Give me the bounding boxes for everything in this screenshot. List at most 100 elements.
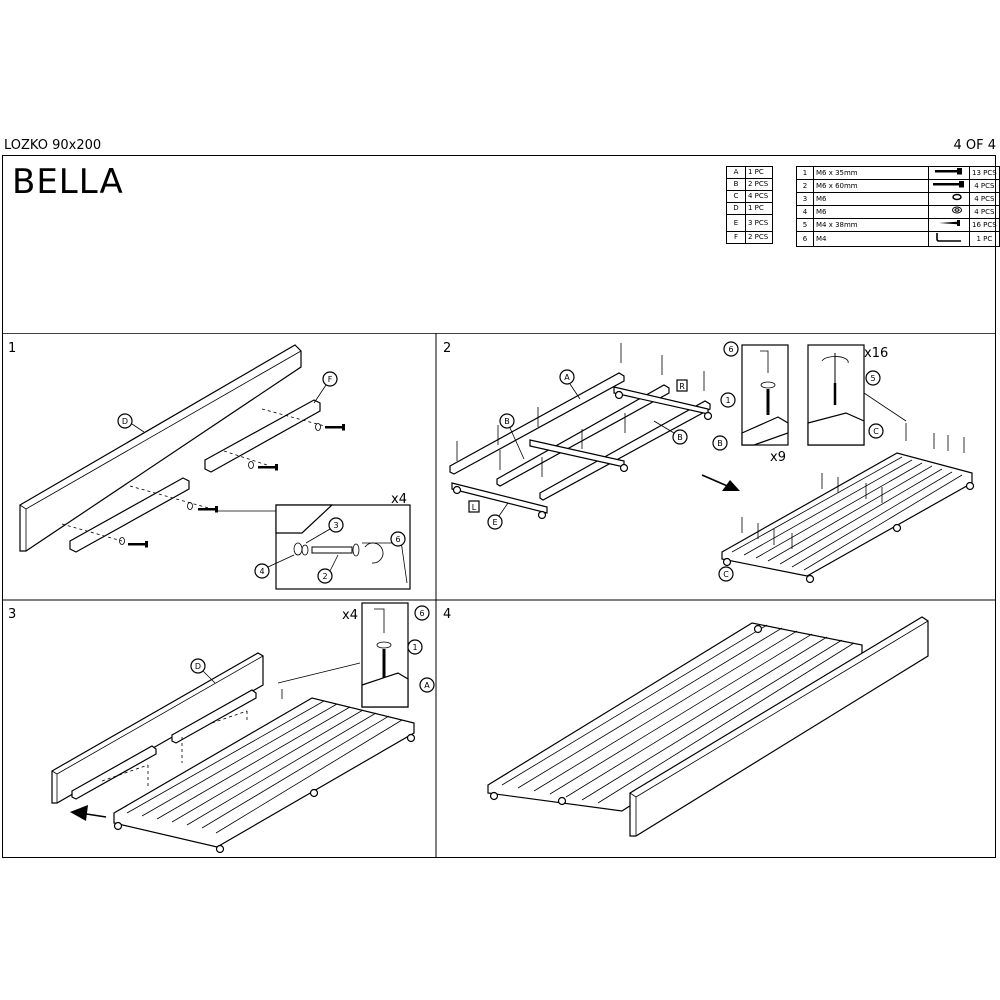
product-title: BELLA xyxy=(12,162,124,202)
step-2-multiplier: x9 xyxy=(770,450,786,465)
callout-1: 1 xyxy=(720,392,736,408)
side-rail-B2 xyxy=(539,400,711,501)
hw-spec: M6 x 35mm xyxy=(813,166,929,180)
step-3-number: 3 xyxy=(8,607,17,622)
side-rail-A xyxy=(449,372,625,475)
part-key: C xyxy=(726,190,746,203)
callout-D: D xyxy=(190,658,216,684)
hw-qty: 13 PCS xyxy=(969,166,1000,180)
hw-spec: M6 xyxy=(813,205,929,219)
svg-text:4: 4 xyxy=(259,567,264,576)
svg-text:F: F xyxy=(328,375,333,384)
page-indicator: 4 OF 4 xyxy=(953,138,996,153)
bolt-icon xyxy=(311,546,353,554)
svg-text:C: C xyxy=(723,570,729,579)
hw-qty: 4 PCS xyxy=(969,205,1000,219)
part-key: F xyxy=(726,231,746,244)
callout-C: C xyxy=(868,423,884,439)
svg-text:A: A xyxy=(564,373,570,382)
callout-5: 5 xyxy=(865,370,881,386)
step-2-number: 2 xyxy=(443,341,452,356)
step-3-drawing: D 6 1 A x4 xyxy=(51,602,435,854)
hw-qty: 4 PCS xyxy=(969,192,1000,206)
svg-text:D: D xyxy=(122,417,128,426)
hw-spec: M4 x 38mm xyxy=(813,218,929,232)
direction-arrow-icon xyxy=(722,480,740,491)
steps-grid: 1 2 3 4 .ln { stroke:#000; stroke-width:… xyxy=(2,333,996,858)
hardware-row: 3 M6 4 PCS xyxy=(796,192,1000,206)
svg-text:D: D xyxy=(195,662,201,671)
svg-text:B: B xyxy=(677,433,683,442)
step-1-drawing: D F 3 4 2 6 x4 xyxy=(19,344,411,590)
bolt-icon xyxy=(187,502,218,513)
svg-text:A: A xyxy=(424,681,430,690)
side-rail-B1 xyxy=(496,384,670,487)
part-qty: 2 PCS xyxy=(745,178,773,191)
svg-text:R: R xyxy=(679,382,685,391)
bolt-icon xyxy=(119,537,148,548)
slat-frame xyxy=(721,452,975,584)
svg-text:B: B xyxy=(717,439,723,448)
spring-washer-icon xyxy=(928,205,970,219)
allen-key-icon xyxy=(374,608,385,633)
step-1-multiplier: x4 xyxy=(391,492,407,507)
leg-bar-upper xyxy=(204,399,321,473)
hw-qty: 4 PCS xyxy=(969,179,1000,193)
allen-key-icon xyxy=(928,231,970,247)
svg-text:3: 3 xyxy=(333,521,338,530)
hardware-row: 2 M6 x 60mm 4 PCS xyxy=(796,179,1000,193)
label-L: L xyxy=(468,500,480,513)
callout-6: 6 xyxy=(414,605,430,621)
callout-E: E xyxy=(487,502,509,530)
step-4-drawing xyxy=(487,616,929,837)
washer-icon xyxy=(928,192,970,206)
side-panel-D xyxy=(51,652,264,804)
rotate-arrow-icon xyxy=(364,542,384,564)
part-qty: 4 PCS xyxy=(745,190,773,203)
leg-bar-upper xyxy=(171,689,257,744)
callout-B: B xyxy=(712,435,728,451)
svg-text:6: 6 xyxy=(419,609,424,618)
side-panel-front xyxy=(629,616,929,837)
slat-frame xyxy=(113,697,416,854)
hardware-row: 1 M6 x 35mm 13 PCS xyxy=(796,166,1000,180)
callout-A: A xyxy=(559,369,581,400)
svg-text:B: B xyxy=(504,417,510,426)
screw-icon xyxy=(456,343,705,477)
svg-text:6: 6 xyxy=(728,345,733,354)
slat-frame xyxy=(487,622,863,812)
step-2-screw-multiplier: x16 xyxy=(864,346,888,361)
callout-F: F xyxy=(313,371,338,404)
hw-qty: 16 PCS xyxy=(969,218,1000,232)
screw-icon xyxy=(928,218,970,232)
callout-3: 3 xyxy=(305,517,344,544)
assembly-diagram: .ln { stroke:#000; stroke-width:1.2; fil… xyxy=(2,333,996,858)
step-1-number: 1 xyxy=(8,341,17,356)
callout-2: 2 xyxy=(317,554,339,584)
step-3-multiplier: x4 xyxy=(342,608,358,623)
svg-text:C: C xyxy=(873,427,879,436)
rotate-arrow-icon xyxy=(821,356,849,364)
model-name: LOZKO 90x200 xyxy=(4,138,102,153)
hw-spec: M4 xyxy=(813,231,929,247)
part-key: A xyxy=(726,166,746,179)
svg-text:6: 6 xyxy=(395,535,400,544)
hardware-row: 5 M4 x 38mm 16 PCS xyxy=(796,218,1000,232)
bolt-icon xyxy=(248,461,278,471)
part-key: B xyxy=(726,178,746,191)
leg-bar-lower xyxy=(69,477,190,553)
step-4-number: 4 xyxy=(443,607,452,622)
callout-B: B xyxy=(499,413,525,460)
callout-B: B xyxy=(653,420,688,445)
allen-key-icon xyxy=(760,350,769,373)
hardware-row: 6 M4 1 PC xyxy=(796,231,1000,247)
hw-num: 2 xyxy=(796,179,814,193)
hw-num: 4 xyxy=(796,205,814,219)
callout-D: D xyxy=(117,413,145,433)
svg-text:L: L xyxy=(472,503,477,512)
callout-A: A xyxy=(419,677,435,693)
callout-4: 4 xyxy=(254,554,295,579)
